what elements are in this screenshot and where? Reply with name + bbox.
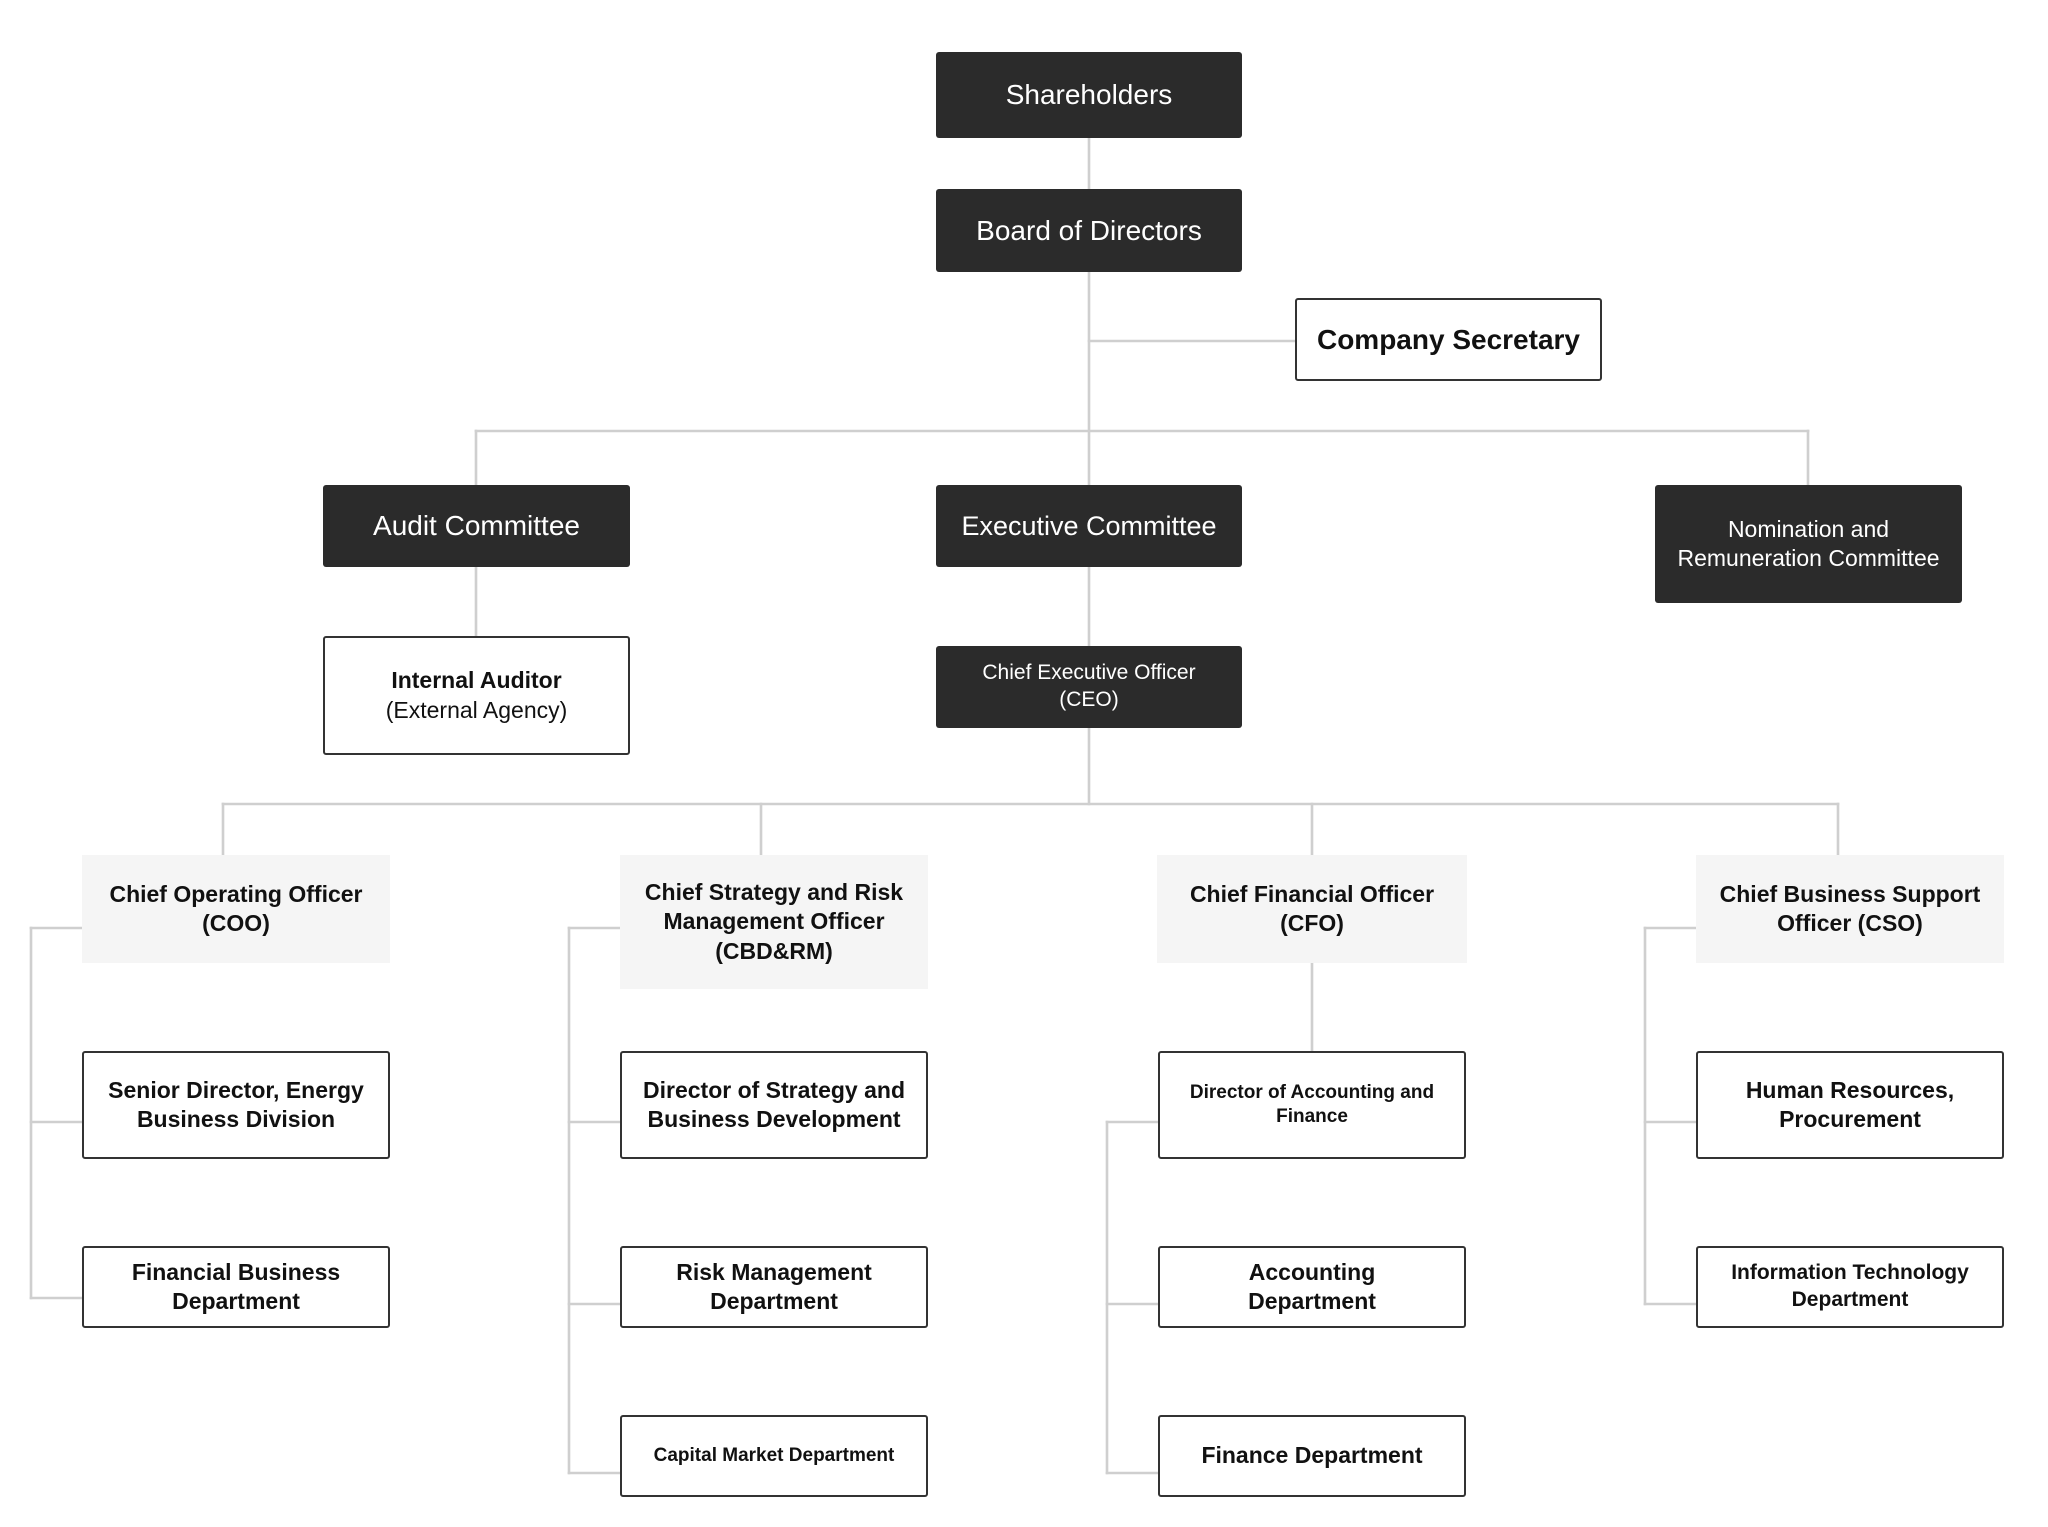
node-finance-department: Finance Department: [1158, 1415, 1466, 1497]
node-risk-management-department: Risk Management Department: [620, 1246, 928, 1328]
node-ceo-line1: Chief Executive Officer: [982, 661, 1196, 685]
node-internal-auditor-line1: Internal Auditor: [391, 667, 562, 694]
node-it-line1: Information Technology: [1731, 1261, 1969, 1285]
node-cfo-line2: (CFO): [1280, 910, 1344, 936]
node-nomination-committee: Nomination and Remuneration Committee: [1655, 485, 1962, 603]
node-capital-market-department: Capital Market Department: [620, 1415, 928, 1497]
node-coo-line2: (COO): [202, 910, 270, 936]
node-internal-auditor: Internal Auditor (External Agency): [323, 636, 630, 755]
node-cfo-line1: Chief Financial Officer: [1189, 880, 1435, 907]
node-financial-business-department: Financial Business Department: [82, 1246, 390, 1328]
node-energy-line2: Business Division: [136, 1106, 336, 1132]
node-nomination-line2: Remuneration Committee: [1677, 545, 1940, 571]
node-risk-line1: Risk Management: [676, 1258, 872, 1285]
node-accounting-department: Accounting Department: [1158, 1246, 1466, 1328]
node-director-strategy: Director of Strategy and Business Develo…: [620, 1051, 928, 1159]
node-cfo: Chief Financial Officer (CFO): [1157, 855, 1467, 963]
node-coo: Chief Operating Officer (COO): [82, 855, 390, 963]
node-dir-strat-line1: Director of Strategy and: [643, 1076, 905, 1103]
node-hr-line1: Human Resources,: [1745, 1076, 1955, 1103]
node-ceo: Chief Executive Officer (CEO): [936, 646, 1242, 728]
node-accounting-line2: Department: [1248, 1288, 1376, 1314]
node-company-secretary-label: Company Secretary: [1316, 323, 1580, 355]
node-accounting-line1: Accounting: [1248, 1258, 1376, 1285]
node-audit-committee-label: Audit Committee: [373, 510, 580, 542]
node-director-accounting: Director of Accounting and Finance: [1158, 1051, 1466, 1159]
node-dir-acct-line1: Director of Accounting and: [1189, 1081, 1435, 1103]
node-shareholders: Shareholders: [936, 52, 1242, 138]
node-it-line2: Department: [1791, 1288, 1909, 1311]
node-dir-strat-line2: Business Development: [647, 1106, 901, 1132]
node-executive-committee: Executive Committee: [936, 485, 1242, 567]
node-human-resources: Human Resources, Procurement: [1696, 1051, 2004, 1159]
node-coo-line1: Chief Operating Officer: [109, 880, 363, 907]
node-board-of-directors: Board of Directors: [936, 189, 1242, 272]
node-ceo-line2: (CEO): [1059, 688, 1119, 711]
node-strategy-line1: Chief Strategy and Risk: [644, 878, 904, 905]
node-strategy-line3: (CBD&RM): [715, 937, 833, 964]
node-executive-committee-label: Executive Committee: [961, 510, 1217, 541]
node-senior-director-energy: Senior Director, Energy Business Divisio…: [82, 1051, 390, 1159]
node-finbiz-line1: Financial Business: [131, 1258, 341, 1285]
node-dir-acct-line2: Finance: [1276, 1106, 1348, 1127]
node-capital-line1: Capital Market Department: [653, 1444, 895, 1466]
node-audit-committee: Audit Committee: [323, 485, 630, 567]
node-energy-line1: Senior Director, Energy: [108, 1076, 364, 1103]
node-nomination-line1: Nomination and: [1727, 515, 1890, 542]
node-finance-line1: Finance Department: [1201, 1442, 1423, 1469]
node-cso-line2: Officer (CSO): [1777, 910, 1923, 936]
node-hr-line2: Procurement: [1779, 1106, 1921, 1132]
node-strategy-risk-officer: Chief Strategy and Risk Management Offic…: [620, 855, 928, 989]
node-finbiz-line2: Department: [172, 1288, 300, 1314]
node-internal-auditor-line2: (External Agency): [385, 696, 568, 723]
node-risk-line2: Department: [710, 1288, 838, 1314]
node-cso: Chief Business Support Officer (CSO): [1696, 855, 2004, 963]
node-cso-line1: Chief Business Support: [1719, 880, 1981, 907]
node-shareholders-label: Shareholders: [1005, 79, 1173, 111]
node-board-label: Board of Directors: [976, 214, 1202, 246]
node-company-secretary: Company Secretary: [1295, 298, 1602, 381]
node-strategy-line2: Management Officer: [663, 908, 885, 935]
node-information-technology: Information Technology Department: [1696, 1246, 2004, 1328]
